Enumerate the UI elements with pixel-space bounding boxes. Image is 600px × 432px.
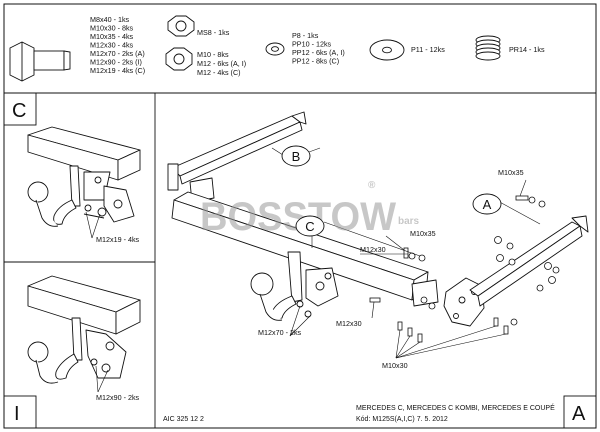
washer-pp12-ai: PP12 - 6ks (A, I) — [292, 48, 345, 57]
spring-washer-icon — [475, 35, 501, 61]
large-washer-icon — [369, 39, 405, 61]
label-m12x70: M12x70 - 2ks — [258, 328, 302, 337]
panel-a-letter: A — [572, 403, 586, 425]
washer-pp10: PP10 - 12ks — [292, 40, 332, 49]
bolt-m10x30: M10x30 - 8ks — [90, 24, 134, 33]
callout-a-letter: A — [483, 197, 492, 212]
callout-c: C — [295, 215, 325, 237]
lock-nut-icon — [167, 15, 195, 37]
hex-nut-icon — [165, 47, 193, 71]
washer-p8: P8 - 1ks — [292, 31, 319, 40]
p11-label: P11 - 12ks — [411, 45, 445, 54]
watermark-brand: BOSSTOW — [200, 195, 396, 239]
right-arm-a — [469, 215, 589, 307]
nut-list: M10 - 8ks M12 - 6ks (A, I) M12 - 4ks (C) — [197, 50, 246, 77]
label-m10x30: M10x30 — [382, 361, 408, 370]
footer-models: MERCEDES C, MERCEDES C KOMBI, MERCEDES E… — [356, 403, 555, 412]
nut-m12-c: M12 - 4ks (C) — [197, 68, 241, 77]
label-m10x35-top: M10x35 — [498, 168, 524, 177]
label-m12x30-low: M12x30 — [336, 319, 362, 328]
bolt-m8x40: M8x40 - 1ks — [90, 15, 130, 24]
panel-i-leaders — [95, 365, 109, 393]
watermark-sub: bars — [398, 216, 420, 227]
nut-m10: M10 - 8ks — [197, 50, 229, 59]
watermark-reg: ® — [368, 180, 376, 191]
callout-b-letter: B — [292, 149, 301, 164]
main-leaders — [271, 147, 541, 359]
bolt-list: M8x40 - 1ks M10x30 - 8ks M10x35 - 4ks M1… — [90, 15, 145, 75]
crossbar — [171, 191, 439, 307]
ball-mount — [250, 251, 339, 321]
panel-c-drawing — [27, 126, 141, 227]
panel-i-drawing — [27, 275, 141, 384]
pr14-label: PR14 - 1ks — [509, 45, 545, 54]
footer-kod: Kód: M125S(A,I,C) 7. 5. 2012 — [356, 416, 448, 423]
nut-m12-ai: M12 - 6ks (A, I) — [197, 59, 246, 68]
panel-c-letter: C — [12, 100, 26, 122]
label-m12x30-mid: M12x30 — [360, 245, 386, 254]
panel-i-bolt-label: M12x90 - 2ks — [96, 393, 140, 402]
callout-c-letter: C — [305, 219, 314, 234]
washer-list: P8 - 1ks PP10 - 12ks PP12 - 6ks (A, I) P… — [292, 31, 345, 66]
washer-pp12-c: PP12 - 8ks (C) — [292, 57, 339, 66]
bolt-m10x35: M10x35 - 4ks — [90, 32, 134, 41]
bolt-icon — [9, 41, 71, 82]
small-washer-icon — [265, 42, 285, 56]
callout-a: A — [472, 193, 502, 215]
label-m10x35-mid: M10x35 — [410, 229, 436, 238]
footer-code: AIC 325 12 2 — [163, 416, 204, 423]
bolt-m12x19: M12x19 - 4ks (C) — [90, 66, 145, 75]
panel-c-leaders — [85, 211, 101, 239]
callout-b: B — [281, 145, 311, 167]
bolt-m12x90: M12x90 - 2ks (I) — [90, 58, 142, 67]
bolt-m12x30: M12x30 - 4ks — [90, 41, 134, 50]
panel-i-letter: I — [14, 403, 20, 425]
drawing-frames — [3, 3, 597, 429]
ms8-label: MS8 - 1ks — [197, 28, 230, 37]
panel-c-bolt-label: M12x19 - 4ks — [96, 235, 140, 244]
bolt-m12x70: M12x70 - 2ks (A) — [90, 49, 145, 58]
fastener-stack — [369, 195, 560, 343]
